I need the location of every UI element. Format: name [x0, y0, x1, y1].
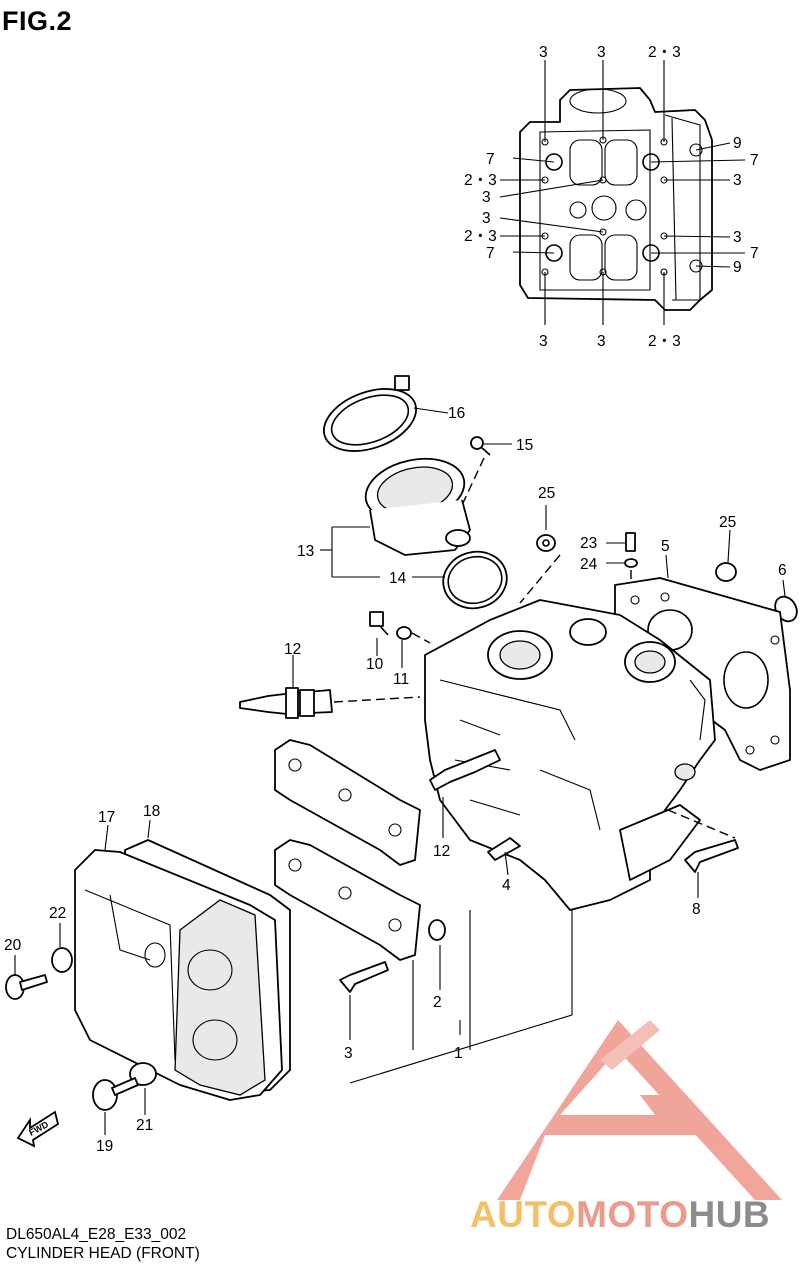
grommet-21 — [129, 1062, 157, 1115]
label-bolt-2-3: 2・3 — [464, 228, 497, 245]
cap-25-right — [715, 529, 737, 582]
label-bolt-3: 3 — [482, 210, 491, 227]
watermark-word-hub: HUB — [688, 1194, 771, 1235]
figure-footer: DL650AL4_E28_E33_002 CYLINDER HEAD (FRON… — [6, 1225, 200, 1263]
watermark-logo — [497, 1020, 782, 1200]
camshaft-housing-upper — [274, 739, 421, 866]
label-bolt-3: 3 — [539, 44, 548, 61]
label-part-14: 14 — [389, 570, 407, 587]
label-part-12: 12 — [284, 641, 301, 658]
label-part-1: 1 — [454, 1045, 463, 1062]
o-ring-14 — [412, 550, 508, 610]
label-bolt-7: 7 — [486, 151, 495, 168]
intake-screw-15 — [454, 436, 512, 521]
label-part-15: 15 — [516, 437, 533, 454]
label-bolt-9: 9 — [733, 135, 742, 152]
label-bolt-3: 3 — [539, 333, 548, 350]
watermark-word-moto: MOTO — [576, 1194, 689, 1235]
dowel-pin-2 — [428, 919, 446, 990]
label-part-3: 3 — [344, 1045, 353, 1062]
cylinder-head-bolt-layout-view: 3 3 2・3 9 7 3 3 7 9 7 2・3 3 3 2・3 7 3 3 … — [464, 44, 759, 350]
head-cover-17 — [74, 824, 283, 1101]
figure-caption: CYLINDER HEAD (FRONT) — [6, 1245, 200, 1262]
label-bolt-2-3: 2・3 — [464, 172, 497, 189]
label-part-16: 16 — [448, 405, 465, 422]
bolt-10 — [369, 611, 389, 656]
bolt-3 — [339, 961, 389, 1040]
leader-bracket-1 — [349, 910, 573, 1084]
label-part-5: 5 — [661, 538, 670, 555]
watermark-wordmark: AUTOMOTOHUB — [470, 1194, 770, 1236]
intake-pipe-13 — [320, 457, 471, 578]
intake-clamp-16 — [322, 375, 449, 452]
label-part-10: 10 — [366, 656, 384, 673]
label-part-6: 6 — [778, 562, 787, 579]
washer-11 — [396, 626, 431, 668]
label-part-24: 24 — [580, 556, 598, 573]
label-part-25: 25 — [719, 514, 736, 531]
watermark-word-auto: AUTO — [470, 1194, 577, 1235]
valve-guide-4 — [487, 837, 521, 876]
label-bolt-3: 3 — [482, 189, 491, 206]
label-bolt-9: 9 — [733, 259, 742, 276]
label-part-23: 23 — [580, 535, 597, 552]
label-part-4: 4 — [502, 877, 511, 894]
label-part-19: 19 — [96, 1138, 113, 1155]
part-labels: 16 15 25 25 23 24 5 6 13 14 12 10 11 12 … — [4, 405, 787, 1155]
spark-plug-12 — [239, 655, 421, 719]
cylinder-head-1 — [424, 599, 716, 911]
bolt-20 — [5, 955, 48, 1000]
fitting-23 — [606, 532, 636, 552]
label-part-11: 11 — [393, 671, 409, 688]
label-bolt-7: 7 — [750, 245, 759, 262]
cap-25-left — [519, 505, 561, 604]
label-part-18: 18 — [143, 803, 160, 820]
camshaft-housing-lower — [274, 839, 421, 961]
label-bolt-3: 3 — [733, 229, 742, 246]
bolt-8 — [667, 809, 739, 898]
label-part-2: 2 — [433, 994, 442, 1011]
label-part-13: 13 — [297, 543, 314, 560]
washer-22 — [51, 923, 73, 973]
label-part-17: 17 — [98, 809, 115, 826]
label-part-25: 25 — [538, 485, 555, 502]
label-bolt-3: 3 — [597, 44, 606, 61]
label-bolt-7: 7 — [750, 152, 759, 169]
label-part-22: 22 — [49, 905, 66, 922]
label-bolt-2-3: 2・3 — [648, 44, 681, 61]
bolt-19 — [92, 1077, 139, 1135]
label-bolt-3: 3 — [597, 333, 606, 350]
label-bolt-2-3: 2・3 — [648, 333, 681, 350]
figure-title: FIG.2 — [2, 6, 73, 36]
label-bolt-7: 7 — [486, 245, 495, 262]
figure-code: DL650AL4_E28_E33_002 — [6, 1226, 187, 1243]
label-bolt-3: 3 — [733, 172, 742, 189]
label-part-20: 20 — [4, 937, 22, 954]
fwd-arrow-icon: FWD — [16, 1110, 60, 1148]
label-part-8: 8 — [692, 901, 701, 918]
label-part-21: 21 — [136, 1117, 153, 1134]
label-part-12: 12 — [433, 843, 450, 860]
